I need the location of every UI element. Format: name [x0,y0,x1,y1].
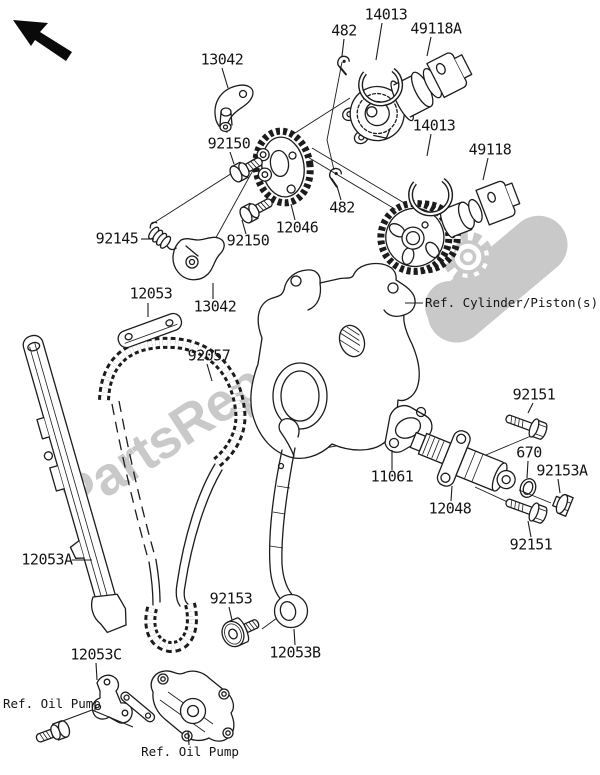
part-label-14013: 14013 [412,116,456,135]
leader-line [59,709,93,723]
part-label-12053C: 12053C [70,645,122,664]
chain-tensioner [409,430,516,492]
leader-lines [59,22,561,746]
cam-half-ring-b [408,178,454,217]
o-ring [519,478,537,498]
cam-half-ring-a [358,68,404,107]
leader-line [290,203,296,221]
leader-line [450,485,453,502]
leader-line [95,662,98,681]
part-label-12048: 12048 [428,499,472,518]
part-label-12053A: 12053A [21,550,73,569]
bolt-92150-b [236,193,277,226]
return-spring [148,221,177,251]
bolt-92153 [217,610,265,651]
oil-pump-bracket [91,674,133,724]
part-label-92153: 92153 [209,589,253,608]
part-label-92151: 92151 [512,385,556,404]
part-label-49118: 49118 [468,140,512,159]
part-label-92150: 92150 [207,134,251,153]
part-label-Ref-Oil-Pump: Ref. Oil Pump [141,743,239,759]
camshaft-intake [377,180,521,275]
leader-line [557,478,561,494]
part-label-14013: 14013 [364,5,408,24]
direction-arrow-icon [13,20,72,61]
leader-line [221,67,229,89]
leader-line [293,628,296,646]
leader-line [526,460,529,479]
bolt-92153a [550,491,574,517]
camshaft-exhaust [342,52,473,145]
bolt-oil-pump [33,718,73,748]
cam-chain [98,336,247,653]
leader-line [527,520,532,538]
part-label-Ref-Oil-Pump: Ref. Oil Pump [3,695,101,711]
part-label-482: 482 [331,21,357,40]
part-label-12046: 12046 [275,218,319,237]
leader-line [206,363,213,382]
oil-pump [150,670,235,742]
leader-line [375,22,383,61]
part-label-Ref-Cylinder-Piston-s: Ref. Cylinder/Piston(s) [425,294,599,310]
part-label-13042: 13042 [193,297,237,316]
leader-line [91,709,134,728]
part-label-92150: 92150 [226,231,270,250]
part-label-482: 482 [329,198,355,217]
decomp-lever-upper [214,84,254,133]
decomp-lever-lower [172,236,225,281]
leader-line [228,606,233,621]
clip-482-a [334,54,351,76]
leader-line [241,219,247,235]
part-label-92145: 92145 [95,229,139,248]
part-label-49118A: 49118A [410,19,462,38]
watermark-logo [425,215,568,343]
cam-sprocket [252,127,314,207]
leader-line [187,730,190,746]
leader-line [336,185,342,201]
chain-guide-front [22,334,127,634]
part-label-12053B: 12053B [269,643,321,662]
leader-line [527,402,534,414]
leader-line [482,157,489,181]
leader-line [426,133,432,157]
leader-line [426,36,432,57]
leader-line [229,151,235,165]
part-label-12053: 12053 [129,284,173,303]
cylinder-block [250,262,420,459]
part-label-92153A: 92153A [536,461,588,480]
chain-guide-upper [117,312,183,349]
oil-pump-link [120,691,156,723]
tensioner-arm [268,418,309,629]
part-label-670: 670 [516,443,542,462]
bolt-92151-upper [502,408,550,442]
part-label-13042: 13042 [200,50,244,69]
part-label-11061: 11061 [370,467,414,486]
part-label-92151: 92151 [509,535,553,554]
part-label-92057: 92057 [187,346,231,365]
leader-line [341,38,345,57]
